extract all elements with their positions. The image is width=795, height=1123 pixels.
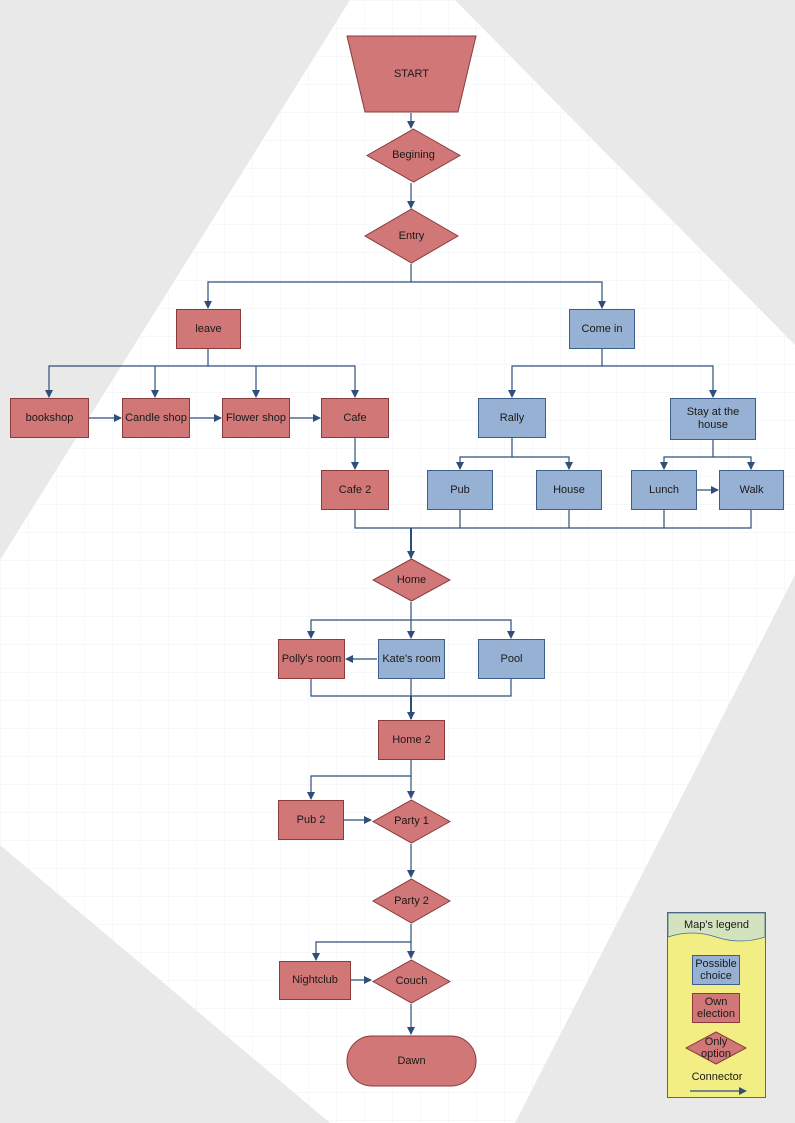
- stay-house-node: Stay at the house: [670, 398, 756, 440]
- pub-node: Pub: [427, 470, 493, 510]
- candle-shop-label: Candle shop: [125, 411, 187, 424]
- stay-house-label: Stay at the house: [686, 406, 740, 431]
- lunch-node: Lunch: [631, 470, 697, 510]
- candle-shop-node: Candle shop: [122, 398, 190, 438]
- legend-own-election-label: Own election: [697, 996, 735, 1020]
- bookshop-label: bookshop: [25, 411, 74, 424]
- pollys-room-node: Polly's room: [278, 639, 345, 679]
- edge-home-split: [307, 602, 412, 639]
- bookshop-node: bookshop: [10, 398, 89, 438]
- nightclub-node: Nightclub: [279, 961, 351, 1000]
- house-node: House: [536, 470, 602, 510]
- edge-entry-split: [207, 264, 412, 308]
- pub-label: Pub: [450, 483, 470, 496]
- cafe-node: Cafe: [321, 398, 389, 438]
- kates-room-label: Kate's room: [382, 652, 441, 665]
- house-label: House: [553, 483, 585, 496]
- begining-node: Begining: [366, 128, 461, 183]
- edge-merge-home2: [310, 679, 512, 697]
- cafe2-label: Cafe 2: [338, 483, 372, 496]
- rally-node: Rally: [478, 398, 546, 438]
- legend-header-shape: [668, 913, 765, 942]
- home-node: Home: [372, 558, 451, 602]
- home2-label: Home 2: [392, 733, 431, 746]
- nightclub-label: Nightclub: [292, 974, 338, 986]
- party1-label: Party 1: [394, 815, 429, 827]
- legend-connector: Connector: [678, 1070, 756, 1084]
- edge-entry-comein: [411, 281, 606, 309]
- edge-leave-split: [45, 349, 209, 398]
- legend-title: Map's legend: [683, 919, 750, 931]
- cafe2-node: Cafe 2: [321, 470, 389, 510]
- legend-only-option-label: Only option: [701, 1036, 731, 1060]
- map-legend: Map's legend Possible choice Own electio…: [667, 912, 766, 1098]
- come-in-node: Come in: [569, 309, 635, 349]
- dawn-label: Dawn: [397, 1054, 426, 1067]
- legend-possible-choice: Possible choice: [692, 955, 740, 985]
- leave-node: leave: [176, 309, 241, 349]
- legend-connector-arrow: [690, 1087, 747, 1095]
- party2-node: Party 2: [372, 878, 451, 924]
- walk-node: Walk: [719, 470, 784, 510]
- home2-node: Home 2: [378, 720, 445, 760]
- leave-label: leave: [195, 322, 222, 335]
- start-node: START: [346, 35, 477, 113]
- edge-stay-split: [660, 440, 714, 470]
- pool-node: Pool: [478, 639, 545, 679]
- party1-node: Party 1: [372, 799, 451, 844]
- cafe-label: Cafe: [343, 411, 367, 424]
- lunch-label: Lunch: [649, 483, 679, 496]
- home-label: Home: [396, 573, 427, 586]
- legend-connector-label: Connector: [691, 1071, 743, 1083]
- flower-shop-node: Flower shop: [222, 398, 290, 438]
- kates-room-node: Kate's room: [378, 639, 445, 679]
- edge-comein-split: [508, 349, 603, 398]
- edge-home2-split: [307, 760, 412, 800]
- walk-label: Walk: [739, 483, 764, 496]
- party2-label: Party 2: [394, 894, 429, 907]
- entry-node: Entry: [364, 208, 459, 264]
- legend-only-option: Only option: [685, 1031, 747, 1065]
- pub2-node: Pub 2: [278, 800, 344, 840]
- start-label: START: [393, 67, 430, 80]
- come-in-label: Come in: [581, 322, 623, 335]
- pool-label: Pool: [500, 652, 523, 665]
- begining-label: Begining: [392, 149, 435, 161]
- couch-label: Couch: [395, 975, 428, 987]
- edge-party2-split: [312, 924, 412, 961]
- pub2-label: Pub 2: [296, 813, 326, 826]
- legend-possible-choice-label: Possible choice: [695, 958, 737, 982]
- entry-label: Entry: [398, 229, 425, 242]
- edge-rally-split: [456, 438, 513, 470]
- dawn-node: Dawn: [346, 1035, 477, 1087]
- flower-shop-label: Flower shop: [226, 411, 286, 424]
- pollys-room-label: Polly's room: [281, 652, 342, 665]
- legend-own-election: Own election: [692, 993, 740, 1023]
- couch-node: Couch: [372, 959, 451, 1004]
- rally-label: Rally: [499, 411, 525, 424]
- edge-merge-home: [354, 510, 752, 529]
